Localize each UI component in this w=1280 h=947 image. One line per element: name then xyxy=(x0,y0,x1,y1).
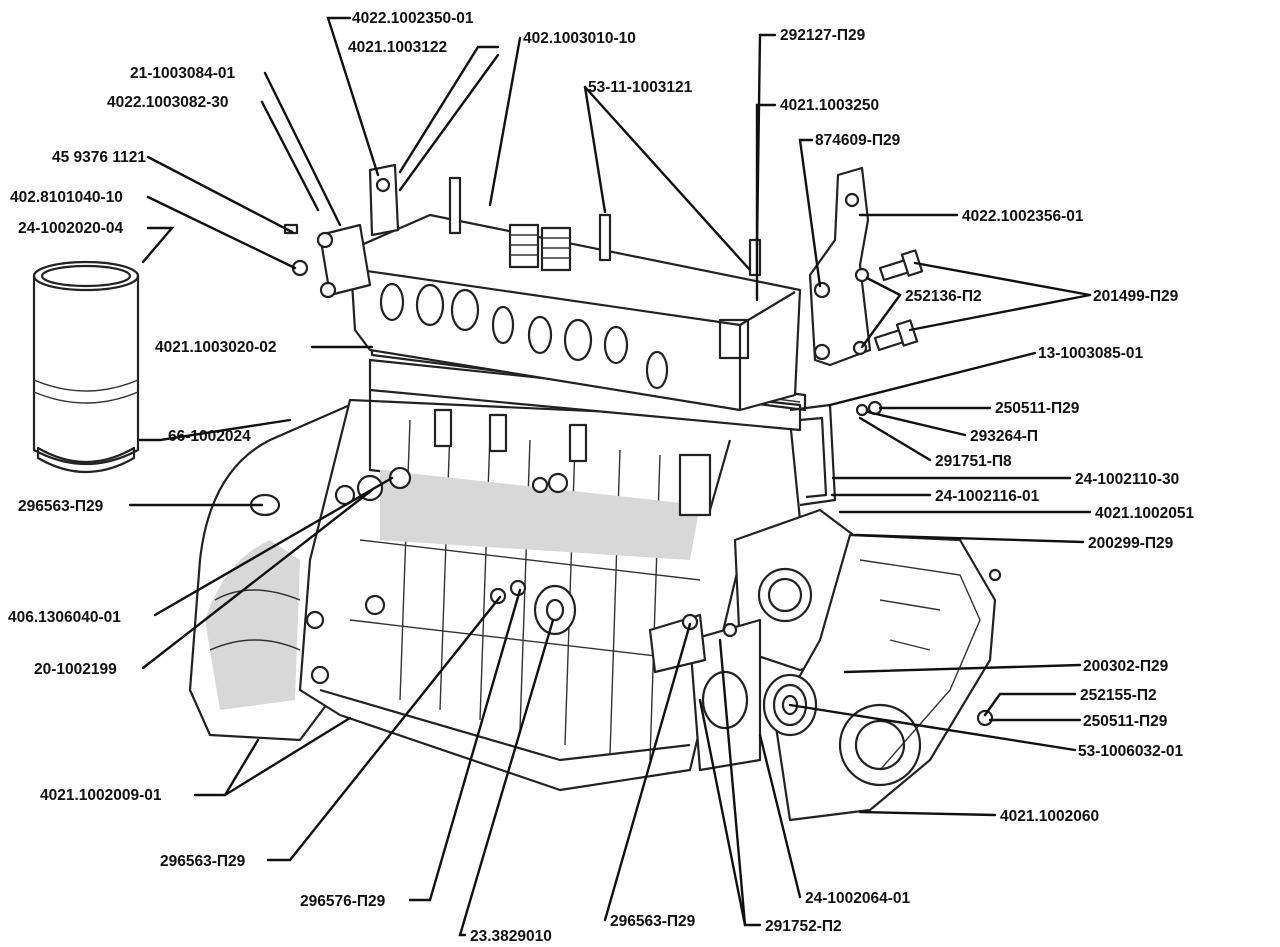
part-label: 4021.1003122 xyxy=(348,39,447,56)
part-label: 4021.1002060 xyxy=(1000,808,1099,825)
engine-illustration xyxy=(32,163,1002,822)
part-label: 296563-П29 xyxy=(610,913,696,930)
rear-lifting-bracket xyxy=(808,166,872,367)
part-label: 291751-П8 xyxy=(935,453,1012,470)
part-number-labels: 4022.1002350-01 4021.1003122 402.1003010… xyxy=(8,10,1195,945)
part-label: 23.3829010 xyxy=(470,928,552,945)
part-label: 250511-П29 xyxy=(995,400,1080,417)
part-label: 402.1003010-10 xyxy=(523,30,636,47)
part-label: 250511-П29 xyxy=(1083,713,1168,730)
part-label: 4022.1002356-01 xyxy=(962,208,1084,225)
cylinder-liner xyxy=(32,260,140,473)
part-label: 201499-П29 xyxy=(1093,288,1179,305)
part-label: 4021.1003020-02 xyxy=(155,339,277,356)
part-label: 4022.1002350-01 xyxy=(352,10,474,27)
part-label: 296563-П29 xyxy=(18,498,104,515)
bolts xyxy=(873,249,924,352)
part-label: 200302-П29 xyxy=(1083,658,1169,675)
part-label: 292127-П29 xyxy=(780,27,866,44)
part-label: 874609-П29 xyxy=(815,132,901,149)
part-label: 4021.1002051 xyxy=(1095,505,1195,522)
part-label: 4021.1003250 xyxy=(780,97,879,114)
part-label: 53-11-1003121 xyxy=(588,79,693,96)
part-label: 293264-П xyxy=(970,428,1038,445)
part-label: 21-1003084-01 xyxy=(130,65,236,82)
part-label: 4021.1002009-01 xyxy=(40,787,162,804)
part-label: 45 9376 1121 xyxy=(52,149,146,166)
part-label: 24-1002020-04 xyxy=(18,220,124,237)
part-label: 66-1002024 xyxy=(168,428,251,445)
part-label: 406.1306040-01 xyxy=(8,609,121,626)
part-label: 13-1003085-01 xyxy=(1038,345,1144,362)
part-label: 24-1002116-01 xyxy=(935,488,1040,505)
oil-pump-pulley xyxy=(533,584,577,636)
part-label: 291752-П2 xyxy=(765,918,842,935)
plugs xyxy=(334,476,549,605)
part-label: 252136-П2 xyxy=(905,288,982,305)
part-label: 24-1002110-30 xyxy=(1075,471,1179,488)
timing-cover xyxy=(733,508,1002,822)
part-label: 24-1002064-01 xyxy=(805,890,911,907)
part-label: 53-1006032-01 xyxy=(1078,743,1184,760)
part-label: 402.8101040-10 xyxy=(10,189,123,206)
part-label: 296576-П29 xyxy=(300,893,386,910)
part-label: 20-1002199 xyxy=(34,661,117,678)
part-label: 252155-П2 xyxy=(1080,687,1157,704)
part-label: 200299-П29 xyxy=(1088,535,1174,552)
leader-lines xyxy=(128,16,1092,937)
cylinder-head xyxy=(283,163,802,412)
part-label: 296563-П29 xyxy=(160,853,246,870)
part-label: 4022.1003082-30 xyxy=(107,94,229,111)
rear-gasket-strip xyxy=(789,400,883,507)
